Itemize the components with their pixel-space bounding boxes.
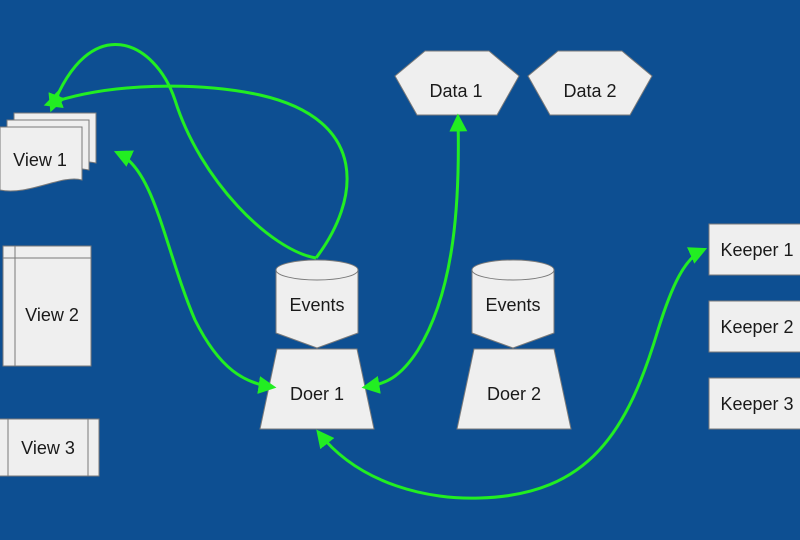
keeper2-node[interactable]: Keeper 2	[708, 300, 800, 353]
keeper3-label: Keeper 3	[720, 394, 793, 414]
keeper3-node[interactable]: Keeper 3	[708, 377, 800, 430]
keeper1-label: Keeper 1	[720, 240, 793, 260]
data1-node[interactable]: Data 1	[394, 50, 520, 116]
doer1-node[interactable]: Doer 1	[259, 348, 375, 430]
view3-label: View 3	[21, 438, 75, 458]
connector-events1-view1-inner[interactable]	[43, 84, 349, 259]
connector-data1-doer1[interactable]	[361, 113, 468, 394]
view1-label: View 1	[13, 150, 67, 170]
doer2-label: Doer 2	[487, 384, 541, 404]
keeper2-label: Keeper 2	[720, 317, 793, 337]
events1-label: Events	[289, 295, 344, 315]
doer2-node[interactable]: Doer 2	[456, 348, 572, 430]
keeper1-node[interactable]: Keeper 1	[708, 223, 800, 276]
view1-node[interactable]: View 1	[0, 112, 97, 192]
data1-label: Data 1	[429, 81, 482, 101]
data2-node[interactable]: Data 2	[527, 50, 653, 116]
events1-node[interactable]: Events	[275, 259, 359, 349]
connector-view1-doer1[interactable]	[113, 150, 277, 394]
connector-doer1-keeper1[interactable]	[316, 247, 708, 500]
events2-label: Events	[485, 295, 540, 315]
doer1-label: Doer 1	[290, 384, 344, 404]
view2-label: View 2	[25, 305, 79, 325]
view3-node[interactable]: View 3	[0, 418, 100, 477]
events2-node[interactable]: Events	[471, 259, 555, 349]
data2-label: Data 2	[563, 81, 616, 101]
view2-node[interactable]: View 2	[2, 245, 92, 367]
